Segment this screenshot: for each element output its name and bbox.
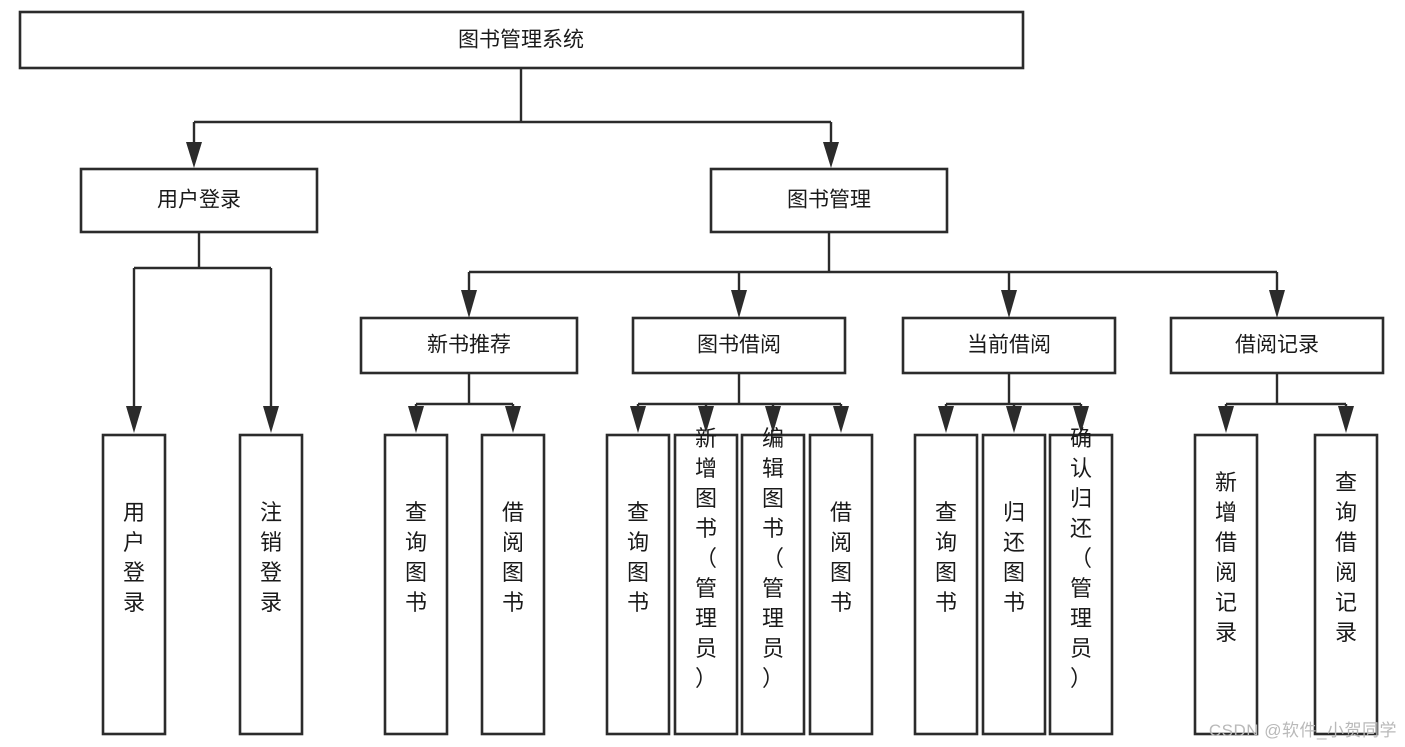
- node-new-book-recommend-label: 新书推荐: [427, 334, 511, 357]
- leaf-node-add-record[interactable]: 新增借阅记录: [1193, 433, 1259, 736]
- leaf-node-query-book-3[interactable]: 查询图书: [913, 433, 979, 736]
- node-book-borrow-label: 图书借阅: [697, 334, 781, 357]
- leaf-user-login-box[interactable]: [101, 433, 167, 736]
- leaf-node-query-record[interactable]: 查询借阅记录: [1313, 433, 1379, 736]
- leaf-add-book-box[interactable]: [673, 433, 739, 736]
- arrow-head-leaf-query-book-3: [938, 406, 954, 433]
- arrow-head-leaf-edit-book: [765, 406, 781, 433]
- node-current-borrow-label: 当前借阅: [967, 334, 1051, 357]
- leaf-borrow-book-1-box[interactable]: [480, 433, 546, 736]
- leaf-query-book-2-box[interactable]: [605, 433, 671, 736]
- node-current-borrow-box[interactable]: [901, 316, 1117, 375]
- arrow-head-leaf-query-book-2: [630, 406, 646, 433]
- arrow-head-leaf-query-record: [1338, 406, 1354, 433]
- leaf-edit-book-box[interactable]: [740, 433, 806, 736]
- leaf-query-book-2-label: 查询图书: [627, 500, 649, 615]
- node-borrow-record-label: 借阅记录: [1235, 334, 1319, 357]
- arrow-head-borrow-record: [1269, 290, 1285, 318]
- arrow-head-book-borrow: [731, 290, 747, 318]
- node-book-borrow[interactable]: 图书借阅: [631, 316, 847, 375]
- node-book-manage-label: 图书管理: [787, 189, 871, 212]
- leaf-add-book-label: 新增图书（管理员）: [695, 426, 717, 691]
- leaf-query-record-box[interactable]: [1313, 433, 1379, 736]
- leaf-user-login-label: 用户登录: [123, 500, 145, 615]
- arrow-head-leaf-user-login: [126, 406, 142, 433]
- node-root[interactable]: 图书管理系统: [18, 10, 1025, 70]
- leaf-query-book-1-box[interactable]: [383, 433, 449, 736]
- node-book-borrow-box[interactable]: [631, 316, 847, 375]
- connector-layer: [126, 68, 1354, 433]
- arrow-head-leaf-add-record: [1218, 406, 1234, 433]
- arrow-head-leaf-add-book: [698, 406, 714, 433]
- node-root-box[interactable]: [18, 10, 1025, 70]
- leaf-query-record-label: 查询借阅记录: [1335, 470, 1357, 645]
- node-root-label: 图书管理系统: [458, 29, 584, 52]
- leaf-confirm-return-label: 确认归还（管理员）: [1070, 426, 1092, 691]
- leaf-return-book-label: 归还图书: [1003, 500, 1025, 615]
- leaf-query-book-1-label: 查询图书: [405, 500, 427, 615]
- leaf-return-book-box[interactable]: [981, 433, 1047, 736]
- node-user-login-box[interactable]: [79, 167, 319, 234]
- leaf-edit-book-label: 编辑图书（管理员）: [762, 426, 784, 691]
- leaf-query-book-3-label: 查询图书: [935, 500, 957, 615]
- node-book-manage-box[interactable]: [709, 167, 949, 234]
- node-user-login-label: 用户登录: [157, 189, 241, 212]
- leaf-node-query-book-1[interactable]: 查询图书: [383, 433, 449, 736]
- leaf-node-confirm-return[interactable]: 确认归还（管理员）: [1048, 426, 1114, 736]
- leaf-confirm-return-box[interactable]: [1048, 433, 1114, 736]
- arrow-head-leaf-confirm-return: [1073, 406, 1089, 433]
- arrow-head-leaf-logout-login: [263, 406, 279, 433]
- arrow-head-leaf-query-book-1: [408, 406, 424, 433]
- leaf-borrow-book-1-label: 借阅图书: [502, 500, 524, 615]
- arrow-head-book-manage: [823, 142, 839, 168]
- node-current-borrow[interactable]: 当前借阅: [901, 316, 1117, 375]
- leaf-node-return-book[interactable]: 归还图书: [981, 433, 1047, 736]
- node-new-book-recommend[interactable]: 新书推荐: [359, 316, 579, 375]
- leaf-node-logout-login[interactable]: 注销登录: [238, 433, 304, 736]
- csdn-watermark: CSDN @软件_小贺同学: [1208, 721, 1397, 740]
- leaf-borrow-book-2-box[interactable]: [808, 433, 874, 736]
- leaf-node-edit-book[interactable]: 编辑图书（管理员）: [740, 426, 806, 736]
- leaf-node-query-book-2[interactable]: 查询图书: [605, 433, 671, 736]
- leaf-add-record-box[interactable]: [1193, 433, 1259, 736]
- leaf-node-user-login[interactable]: 用户登录: [101, 433, 167, 736]
- arrow-head-leaf-borrow-book-1: [505, 406, 521, 433]
- arrow-head-user-login: [186, 142, 202, 168]
- node-book-manage[interactable]: 图书管理: [709, 167, 949, 234]
- leaf-node-add-book[interactable]: 新增图书（管理员）: [673, 426, 739, 736]
- leaf-logout-login-label: 注销登录: [260, 500, 282, 615]
- leaf-borrow-book-2-label: 借阅图书: [830, 500, 852, 615]
- node-user-login[interactable]: 用户登录: [79, 167, 319, 234]
- leaf-node-borrow-book-1[interactable]: 借阅图书: [480, 433, 546, 736]
- node-new-book-recommend-box[interactable]: [359, 316, 579, 375]
- arrow-head-current-borrow: [1001, 290, 1017, 318]
- node-borrow-record[interactable]: 借阅记录: [1169, 316, 1385, 375]
- arrow-head-new-book-recommend: [461, 290, 477, 318]
- leaf-node-borrow-book-2[interactable]: 借阅图书: [808, 433, 874, 736]
- arrow-head-leaf-borrow-book-2: [833, 406, 849, 433]
- leaf-logout-login-box[interactable]: [238, 433, 304, 736]
- arrow-head-leaf-return-book: [1006, 406, 1022, 433]
- node-borrow-record-box[interactable]: [1169, 316, 1385, 375]
- leaf-add-record-label: 新增借阅记录: [1215, 470, 1237, 645]
- leaf-query-book-3-box[interactable]: [913, 433, 979, 736]
